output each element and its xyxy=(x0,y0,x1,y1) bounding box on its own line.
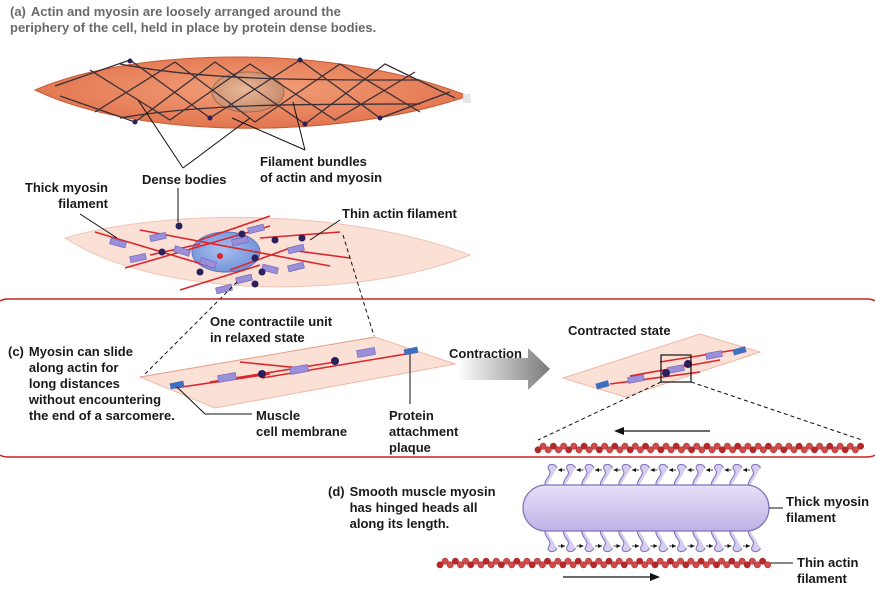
part-c-letter: (c) xyxy=(8,344,24,359)
muscle-cell-membrane-label: Muscle cell membrane xyxy=(256,408,348,439)
zoom-leaders xyxy=(537,381,863,441)
part-a-letter: (a) xyxy=(10,4,26,19)
plaque-right xyxy=(403,346,419,356)
actin-chain-d xyxy=(436,557,772,569)
plaque-left xyxy=(169,380,185,390)
part-d-text: Smooth muscle myosin has hinged heads al… xyxy=(349,484,496,531)
part-c-caption: (c) Myosin can slide along actin for long… xyxy=(8,344,175,424)
slide-arrow-d xyxy=(563,573,660,581)
contractile-unit-label: One contractile unit in relaxed state xyxy=(210,314,333,345)
slide-arrow-c xyxy=(614,427,710,435)
thick-myosin-label-d: Thick myosin filament xyxy=(786,494,870,525)
protein-plaque-label: Protein attachment plaque xyxy=(389,408,459,455)
contracted-unit xyxy=(561,333,762,398)
contracted-state-label: Contracted state xyxy=(568,323,671,338)
myosin-filaments-b xyxy=(109,223,305,295)
part-d-caption: (d) Smooth muscle myosin has hinged heads… xyxy=(328,484,496,532)
myosin-filament-d xyxy=(522,463,770,553)
contraction-arrow xyxy=(458,348,550,390)
part-d-letter: (d) xyxy=(328,484,345,499)
part-a-caption: (a)Actin and myosin are loosely arranged… xyxy=(10,4,470,36)
relaxed-unit xyxy=(138,336,457,409)
leaders-a xyxy=(137,99,306,169)
thin-actin-label-d: Thin actin filament xyxy=(797,555,859,586)
thin-actin-label-b: Thin actin filament xyxy=(342,206,457,221)
dense-bodies-label: Dense bodies xyxy=(142,172,227,187)
myosin-heads-bottom xyxy=(544,527,761,553)
leaders-d xyxy=(769,507,793,564)
filament-bundles-label: Filament bundles of actin and myosin xyxy=(260,154,383,185)
actin-chain-c xyxy=(534,442,864,454)
zoom-box xyxy=(660,354,692,383)
leaders-c xyxy=(176,354,411,415)
thick-myosin-label-b: Thick myosin filament xyxy=(24,180,108,211)
spindle-cell-a xyxy=(33,56,471,129)
part-c-text: Myosin can slide along actin for long di… xyxy=(28,344,175,423)
dense-bodies-b xyxy=(158,222,306,288)
part-a-text: Actin and myosin are loosely arranged ar… xyxy=(10,4,377,35)
part-c-frame xyxy=(0,298,875,458)
myosin-heads-top xyxy=(544,463,761,489)
contraction-label: Contraction xyxy=(449,346,522,361)
dense-bodies-a xyxy=(127,57,383,127)
relaxed-cell-b xyxy=(63,215,472,295)
filament-bundles xyxy=(54,59,456,125)
leaders-b xyxy=(79,188,375,375)
